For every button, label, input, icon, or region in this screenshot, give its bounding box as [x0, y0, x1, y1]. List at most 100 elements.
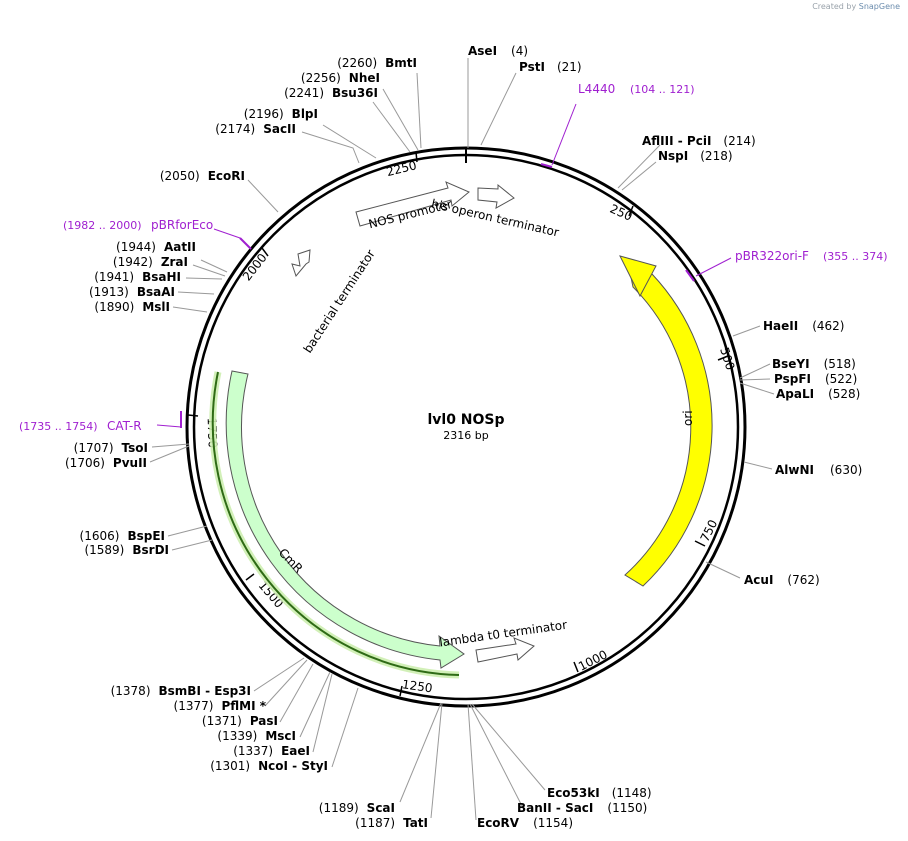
- site-EcoRV[interactable]: EcoRV(1154): [477, 816, 573, 830]
- site-leader: [617, 144, 661, 189]
- lambda-terminator-label: lambda t0 terminator: [438, 618, 567, 650]
- tick-mark: [628, 205, 634, 217]
- his-terminator-arrow[interactable]: [477, 183, 515, 209]
- primers: L4440 (104 .. 121) pBR322ori-F (355 .. 3…: [19, 82, 888, 433]
- site-PflMI[interactable]: (1377)PflMI *: [174, 699, 267, 713]
- site-AatII[interactable]: (1944)AatII: [116, 240, 196, 254]
- site-NheI[interactable]: (2256)NheI: [301, 71, 380, 85]
- site-leader: [331, 687, 359, 768]
- site-PstI[interactable]: PstI(21): [519, 60, 582, 74]
- site-NspI[interactable]: NspI(218): [658, 149, 733, 163]
- bacterial-terminator-label: bacterial terminator: [301, 247, 378, 355]
- snapgene-credit: Created by SnapGene: [812, 2, 900, 11]
- sites-left: (2260)BmtI (2256)NheI (2241)Bsu36I (2196…: [65, 56, 428, 830]
- site-MscI[interactable]: (1339)MscI: [217, 729, 296, 743]
- site-ZraI[interactable]: (1942)ZraI: [113, 255, 188, 269]
- primer-L4440-mark[interactable]: [540, 163, 553, 168]
- site-leader: [149, 445, 190, 463]
- tick-label-250: 250: [608, 202, 635, 224]
- site-MslI[interactable]: (1890)MslI: [94, 300, 170, 314]
- site-EaeI[interactable]: (1337)EaeI: [233, 744, 310, 758]
- site-leader: [739, 378, 771, 381]
- site-leader: [471, 703, 546, 791]
- site-leader: [167, 525, 208, 537]
- primer-pBR322ori-mark[interactable]: [685, 269, 695, 282]
- site-leader-lines: [149, 58, 775, 821]
- site-PvuII[interactable]: (1706)PvuII: [65, 456, 147, 470]
- site-TsoI[interactable]: (1707)TsoI: [74, 441, 148, 455]
- primer-leader: [695, 257, 732, 277]
- ori-arrowhead: [619, 255, 657, 298]
- site-BanII-SacI[interactable]: BanII - SacI(1150): [517, 801, 647, 815]
- tick-mark: [399, 685, 403, 697]
- site-BsrDI[interactable]: (1589)BsrDI: [84, 543, 169, 557]
- primer-pBRforEco-name[interactable]: pBRforEco: [151, 218, 213, 232]
- primer-L4440-name[interactable]: L4440: [578, 82, 615, 96]
- site-BspEI[interactable]: (1606)BspEI: [80, 529, 165, 543]
- site-AflIII-PciI[interactable]: AflIII - PciI(214): [642, 134, 756, 148]
- tick-mark: [187, 414, 199, 417]
- site-leader: [739, 382, 775, 395]
- tick-mark: [694, 540, 706, 547]
- site-ApaLI[interactable]: ApaLI(528): [776, 387, 860, 401]
- site-PasI[interactable]: (1371)PasI: [202, 714, 278, 728]
- tick-mark: [261, 247, 269, 257]
- site-BseYI[interactable]: BseYI(518): [772, 357, 856, 371]
- site-leader: [743, 461, 773, 470]
- credit-prefix: Created by: [812, 2, 857, 11]
- plasmid-name: lvl0 NOSp: [427, 412, 504, 428]
- nos-promoter-arrow[interactable]: [355, 181, 470, 227]
- cmr-feature-arrow[interactable]: [225, 370, 465, 669]
- site-leader: [416, 72, 422, 149]
- site-leader: [185, 277, 223, 280]
- site-leader: [247, 179, 279, 213]
- site-ScaI[interactable]: (1189)ScaI: [319, 801, 395, 815]
- site-BlpI[interactable]: (2196)BlpI: [244, 107, 318, 121]
- site-BsaHI[interactable]: (1941)BsaHI: [94, 270, 181, 284]
- ori-feature-arrow[interactable]: [619, 255, 713, 587]
- site-BsmBI-Esp3I[interactable]: (1378)BsmBI - Esp3I: [111, 684, 251, 698]
- sites-right: AseI(4) PstI(21) AflIII - PciI(214) NspI…: [468, 44, 862, 830]
- lambda-terminator-arrow[interactable]: [475, 637, 535, 663]
- site-AseI[interactable]: AseI(4): [468, 44, 528, 58]
- primer-pBR322ori-range: (355 .. 374): [823, 250, 888, 263]
- site-NcoI-StyI[interactable]: (1301)NcoI - StyI: [210, 759, 328, 773]
- site-leader: [312, 673, 333, 753]
- site-leader: [200, 259, 228, 273]
- site-leader: [301, 131, 360, 164]
- bacterial-terminator-arrow[interactable]: [291, 249, 311, 278]
- primer-pBR322ori-name[interactable]: pBR322ori-F: [735, 249, 809, 263]
- site-leader: [192, 264, 226, 277]
- site-Bsu36I[interactable]: (2241)Bsu36I: [284, 86, 378, 100]
- site-leader: [382, 88, 419, 151]
- site-TatI[interactable]: (1187)TatI: [355, 816, 428, 830]
- site-BsaAI[interactable]: (1913)BsaAI: [89, 285, 175, 299]
- site-leader: [480, 72, 517, 146]
- site-PspFI[interactable]: PspFI(522): [774, 372, 857, 386]
- plasmid-length: 2316 bp: [443, 429, 488, 442]
- primer-leader: [156, 424, 182, 428]
- primer-pBRforEco-mark[interactable]: [239, 237, 252, 250]
- site-SacII[interactable]: (2174)SacII: [215, 122, 296, 136]
- primer-pBRforEco-range: (1982 .. 2000): [63, 219, 142, 232]
- site-leader: [171, 539, 213, 551]
- site-leader: [172, 306, 208, 313]
- site-leader: [372, 101, 411, 153]
- site-AcuI[interactable]: AcuI(762): [744, 573, 820, 587]
- ori-label: ori: [681, 410, 695, 426]
- primer-CAT-R-name[interactable]: CAT-R: [107, 419, 142, 433]
- site-AlwNI[interactable]: AlwNI(630): [775, 463, 862, 477]
- tick-mark: [245, 573, 255, 581]
- site-Eco53kI[interactable]: Eco53kI(1148): [547, 786, 652, 800]
- site-BmtI[interactable]: (2260)BmtI: [337, 56, 417, 70]
- site-EcoRI[interactable]: (2050)EcoRI: [160, 169, 245, 183]
- site-leader: [739, 363, 771, 379]
- primer-leader: [213, 228, 241, 239]
- site-HaeII[interactable]: HaeII(462): [763, 319, 845, 333]
- primer-CAT-R-range: (1735 .. 1754): [19, 420, 98, 433]
- tick-label-2250: 2250: [385, 158, 418, 179]
- site-leader: [151, 443, 190, 448]
- site-leader: [322, 124, 377, 159]
- site-leader: [264, 659, 308, 707]
- primer-leader: [551, 103, 577, 166]
